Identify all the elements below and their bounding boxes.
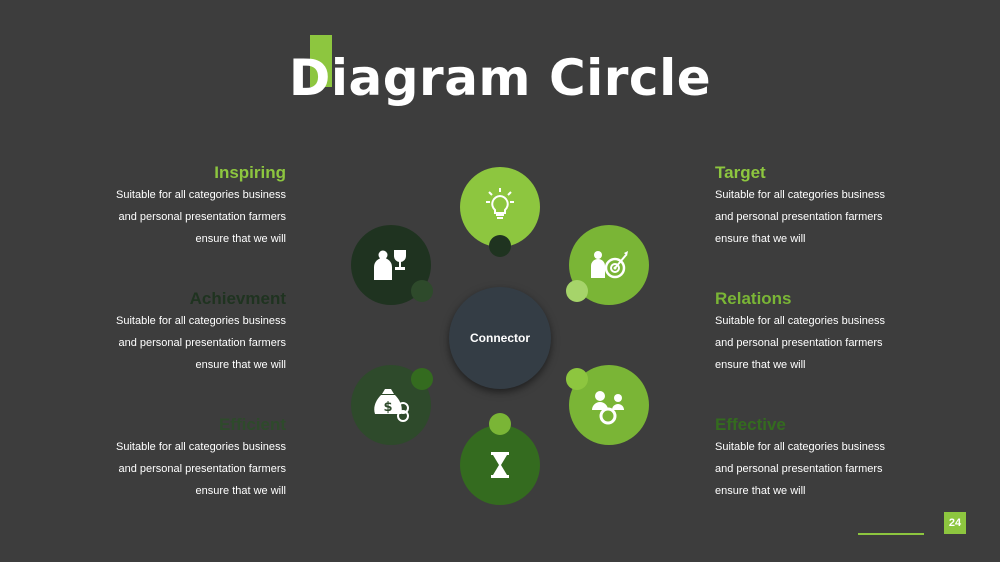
block-text-line: Suitable for all categories business — [116, 315, 286, 327]
block-text-line: ensure that we will — [195, 233, 287, 245]
page-number-underline — [858, 533, 924, 535]
node-circle-achievment — [351, 225, 431, 305]
block-text-line: ensure that we will — [715, 359, 806, 371]
block-text-line: ensure that we will — [195, 485, 287, 497]
block-text-line: ensure that we will — [715, 485, 806, 497]
block-text-line: and personal presentation farmers — [715, 211, 883, 223]
block-text-line: and personal presentation farmers — [715, 337, 883, 349]
block-title: Efficient — [218, 415, 286, 434]
node-connector-dot — [566, 280, 588, 302]
block-text-line: ensure that we will — [715, 233, 806, 245]
block-text-line: Suitable for all categories business — [715, 315, 885, 327]
block-text-line: and personal presentation farmers — [118, 337, 286, 349]
connector-circle: Connector — [449, 287, 551, 389]
node-circle-lightbulb — [460, 167, 540, 247]
text-block-achievment: Achievment Suitable for all categories b… — [56, 288, 286, 376]
text-block-target: Target Suitable for all categories busin… — [715, 162, 945, 250]
node-connector-dot — [411, 368, 433, 390]
lightbulb-icon — [486, 188, 514, 219]
money-bag-icon: $ — [374, 389, 409, 422]
block-text-line: and personal presentation farmers — [715, 463, 883, 475]
target-person-icon — [591, 251, 628, 279]
node-connector-dot — [489, 413, 511, 435]
block-title: Relations — [715, 289, 792, 308]
node-circle-effective — [460, 425, 540, 505]
block-title: Achievment — [189, 289, 286, 308]
node-connector-dot — [566, 368, 588, 390]
slide-title: Diagram Circle — [288, 49, 712, 107]
text-block-efficient: Efficient Suitable for all categories bu… — [56, 414, 286, 502]
block-text-line: and personal presentation farmers — [118, 211, 286, 223]
block-text-line: Suitable for all categories business — [715, 189, 885, 201]
block-text-line: ensure that we will — [195, 359, 287, 371]
page-number: 24 — [944, 512, 966, 534]
block-title: Target — [715, 163, 766, 182]
people-icon — [592, 391, 624, 425]
title-accent-bar — [310, 35, 332, 87]
block-text-line: Suitable for all categories business — [116, 441, 286, 453]
block-text-line: and personal presentation farmers — [118, 463, 286, 475]
text-block-relations: Relations Suitable for all categories bu… — [715, 288, 945, 376]
block-title: Effective — [715, 415, 786, 434]
node-connector-dot — [489, 235, 511, 257]
text-block-inspiring: Inspiring Suitable for all categories bu… — [56, 162, 286, 250]
block-text-line: Suitable for all categories business — [116, 189, 286, 201]
connector-label: Connector — [470, 331, 530, 345]
hourglass-icon — [491, 452, 509, 478]
node-connector-dot — [411, 280, 433, 302]
text-block-effective: Effective Suitable for all categories bu… — [715, 414, 945, 502]
block-title: Inspiring — [214, 163, 286, 182]
trophy-person-icon — [374, 250, 406, 280]
block-text-line: Suitable for all categories business — [715, 441, 885, 453]
svg-text:$: $ — [383, 400, 392, 415]
